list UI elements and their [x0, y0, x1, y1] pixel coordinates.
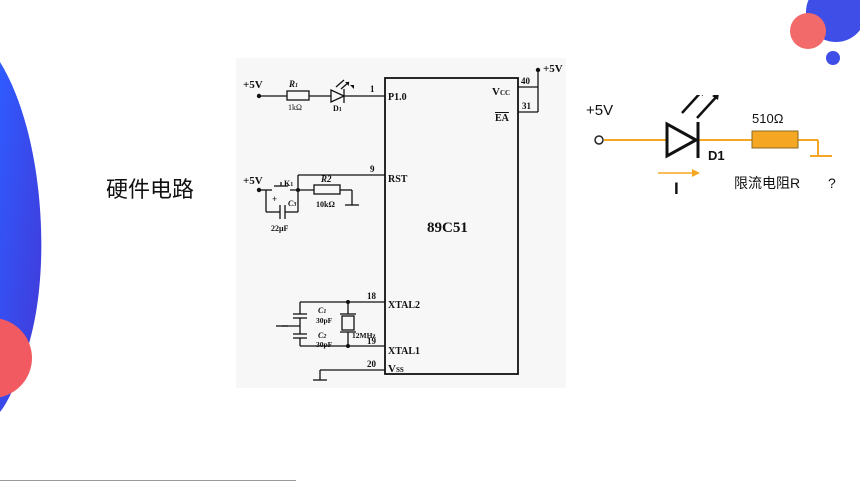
- resistor-caption: 限流电阻R: [734, 175, 800, 191]
- pin-xtal1-num: 19: [367, 336, 377, 346]
- pin-xtal2-label: XTAL2: [388, 300, 420, 311]
- chip-label: 89C51: [427, 220, 468, 236]
- r1-label-sub: 1: [295, 83, 298, 89]
- svg-text:C3: C3: [288, 199, 296, 208]
- k1-label: K: [284, 179, 291, 188]
- svg-text:VCC: VCC: [492, 86, 510, 98]
- top-right-small-blue-circle: [826, 51, 840, 65]
- svg-text:C2: C2: [318, 331, 326, 340]
- led-circuit: +5V 510Ω D1 I 限流电阻R ?: [586, 95, 836, 198]
- question-mark: ?: [828, 175, 836, 191]
- k1-label-sub: 1: [290, 182, 293, 188]
- led-symbol: [665, 121, 700, 159]
- chip-body: [384, 77, 519, 375]
- c2-label: C: [318, 331, 324, 340]
- r2-value: 10kΩ: [316, 200, 335, 209]
- r2-label: R2: [320, 174, 332, 184]
- resistor-value-label: 510Ω: [752, 111, 784, 126]
- led-supply-label: +5V: [586, 102, 613, 119]
- c3-label-sub: 3: [292, 202, 296, 208]
- supply-top-label: +5V: [543, 63, 563, 75]
- d1-label: D: [333, 104, 339, 113]
- pin-vcc-num: 40: [521, 76, 531, 86]
- d1-label-sub: 1: [339, 107, 342, 113]
- r1-label: R: [288, 79, 295, 89]
- current-label: I: [674, 179, 679, 198]
- pin-vss-sub: SS: [396, 366, 404, 374]
- pin-p10-num: 1: [370, 84, 375, 94]
- supply-2-label: +5V: [243, 175, 263, 187]
- pin-vcc-label: V: [492, 86, 500, 98]
- pin-rst-label: RST: [388, 174, 408, 185]
- pin-xtal2-num: 18: [367, 291, 377, 301]
- svg-text:D1: D1: [333, 104, 342, 113]
- supply-1-label: +5V: [243, 79, 263, 91]
- crystal-value: 12MHz: [352, 331, 376, 340]
- svg-text:K1: K1: [284, 179, 293, 188]
- crystal: [341, 315, 355, 331]
- supply-terminal: [594, 135, 604, 145]
- d1-diode: [330, 88, 346, 104]
- svg-text:R1: R1: [288, 79, 298, 89]
- pin-vcc-sub: CC: [500, 89, 510, 97]
- svg-text:VSS: VSS: [388, 363, 404, 375]
- top-right-red-circle: [790, 13, 826, 49]
- bottom-divider: [0, 480, 296, 481]
- c1-value: 30pF: [316, 316, 333, 325]
- c2-label-sub: 2: [322, 334, 326, 340]
- led-label: D1: [708, 148, 725, 163]
- c1-label-sub: 1: [323, 309, 326, 315]
- left-red-circle: [0, 318, 32, 398]
- svg-text:C1: C1: [318, 306, 326, 315]
- c3-plus: +: [272, 194, 277, 204]
- c3-label: C: [288, 199, 294, 208]
- pin-ea-num: 31: [522, 101, 532, 111]
- pin-xtal1-label: XTAL1: [388, 346, 420, 357]
- slide-title: 硬件电路: [106, 178, 195, 203]
- c1-label: C: [318, 306, 324, 315]
- limit-resistor: [751, 130, 799, 149]
- pin-vss-num: 20: [367, 359, 377, 369]
- pin-ea-label: EA: [495, 113, 510, 124]
- pin-p10-label: P1.0: [388, 92, 407, 103]
- c3-value: 22μF: [271, 224, 289, 233]
- mcu-schematic: +5V +5V +5V R1 1kΩ D1 1 P1.0 40 VCC 31 E…: [236, 58, 566, 388]
- c2-value: 30pF: [316, 340, 333, 349]
- pin-vss-label: V: [388, 363, 396, 375]
- pin-rst-num: 9: [370, 164, 375, 174]
- r1-value: 1kΩ: [288, 103, 302, 112]
